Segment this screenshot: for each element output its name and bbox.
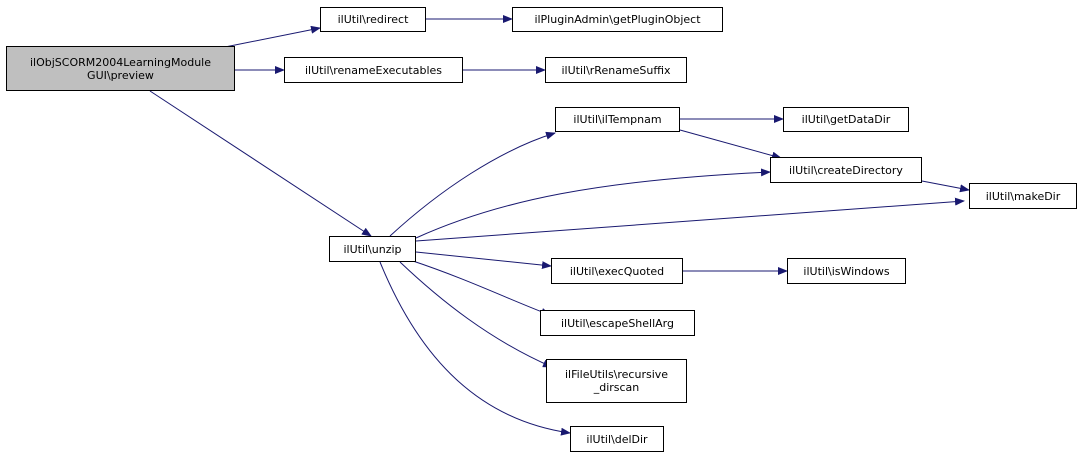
node-il-tempnam[interactable]: ilUtil\ilTempnam xyxy=(555,107,680,132)
node-preview: ilObjSCORM2004LearningModule GUI\preview xyxy=(6,46,235,91)
node-rename-executables[interactable]: ilUtil\renameExecutables xyxy=(284,57,463,83)
edge-createDirectory-makeDir xyxy=(921,180,970,193)
node-recursive-dirscan-line2: _dirscan xyxy=(593,381,640,394)
edge-unzip-ilTempnam xyxy=(389,131,556,237)
node-get-data-dir[interactable]: ilUtil\getDataDir xyxy=(783,107,909,132)
node-get-data-dir-label: ilUtil\getDataDir xyxy=(801,113,891,126)
edge-preview-redirect xyxy=(224,25,321,48)
node-create-directory[interactable]: ilUtil\createDirectory xyxy=(770,157,922,183)
node-get-plugin-object[interactable]: ilPluginAdmin\getPluginObject xyxy=(512,7,723,32)
node-il-tempnam-label: ilUtil\ilTempnam xyxy=(573,113,662,126)
node-exec-quoted[interactable]: ilUtil\execQuoted xyxy=(551,258,683,284)
node-exec-quoted-label: ilUtil\execQuoted xyxy=(569,264,665,278)
node-is-windows[interactable]: ilUtil\isWindows xyxy=(787,258,906,284)
edge-preview-unzip xyxy=(149,90,372,237)
node-get-plugin-object-label: ilPluginAdmin\getPluginObject xyxy=(534,13,701,26)
node-unzip[interactable]: ilUtil\unzip xyxy=(329,236,416,262)
node-create-directory-label: ilUtil\createDirectory xyxy=(789,163,903,177)
edge-unzip-recursiveDirscan xyxy=(399,261,553,368)
node-make-dir-label: ilUtil\makeDir xyxy=(985,189,1061,203)
node-r-rename-suffix[interactable]: ilUtil\rRenameSuffix xyxy=(545,57,687,83)
node-is-windows-label: ilUtil\isWindows xyxy=(803,264,890,278)
node-escape-shell-arg[interactable]: ilUtil\escapeShellArg xyxy=(540,310,695,336)
node-del-dir[interactable]: ilUtil\delDir xyxy=(570,426,664,452)
node-r-rename-suffix-label: ilUtil\rRenameSuffix xyxy=(561,63,671,77)
node-rename-executables-label: ilUtil\renameExecutables xyxy=(304,63,443,77)
node-preview-line2: GUI\preview xyxy=(87,68,154,82)
edge-ilTempnam-createDirectory xyxy=(679,129,782,160)
edge-unzip-makeDir xyxy=(415,197,965,242)
node-unzip-label: ilUtil\unzip xyxy=(343,242,402,256)
node-preview-line1: ilObjSCORM2004LearningModule xyxy=(29,55,211,69)
edge-unzip-execQuoted xyxy=(415,251,552,270)
edge-unzip-escapeShellArg xyxy=(409,259,551,316)
node-escape-shell-arg-label: ilUtil\escapeShellArg xyxy=(560,316,674,330)
node-redirect[interactable]: ilUtil\redirect xyxy=(320,7,426,32)
node-make-dir[interactable]: ilUtil\makeDir xyxy=(969,183,1077,209)
node-recursive-dirscan-line1: ilFileUtils\recursive xyxy=(564,368,669,381)
node-recursive-dirscan[interactable]: ilFileUtils\recursive _dirscan xyxy=(546,359,687,403)
edge-unzip-delDir xyxy=(379,261,571,436)
edge-unzip-createDirectory xyxy=(415,168,771,239)
node-redirect-label: ilUtil\redirect xyxy=(337,13,409,26)
node-del-dir-label: ilUtil\delDir xyxy=(586,432,648,446)
